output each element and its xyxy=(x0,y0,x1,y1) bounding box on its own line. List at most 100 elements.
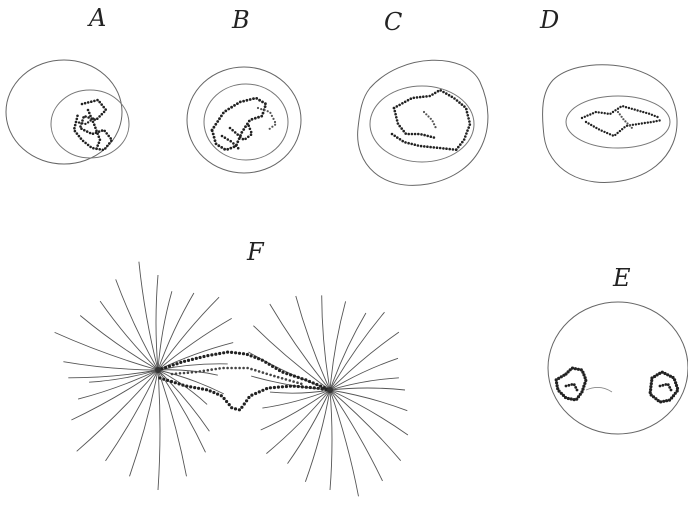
stage-b-cell xyxy=(187,67,301,173)
chromatin-granule xyxy=(639,110,641,112)
chromatin-granule xyxy=(573,398,576,401)
chromatin-granule xyxy=(621,116,623,118)
chromatin-granule xyxy=(237,147,240,150)
chromatin-granule xyxy=(244,138,247,141)
chromatin-granule xyxy=(427,115,429,117)
chromatin-granule xyxy=(632,124,634,126)
chromatin-granule xyxy=(417,133,420,136)
chromatin-granule xyxy=(273,375,276,378)
chromatin-granule xyxy=(397,122,400,125)
chromatin-granule xyxy=(216,393,219,396)
chromatin-granule xyxy=(666,373,669,376)
astral-ray xyxy=(330,390,359,496)
chromatin-granule xyxy=(571,367,574,370)
chromatin-granule xyxy=(171,373,174,376)
chromatin-granule xyxy=(638,123,640,125)
chromatin-granule xyxy=(267,110,269,112)
chromatin-granule xyxy=(191,371,194,374)
chromatin-granule xyxy=(269,374,272,377)
chromatin-granule xyxy=(231,129,234,132)
chromatin-granule xyxy=(107,135,110,138)
chromatin-granule xyxy=(649,385,652,388)
chromatin-granule xyxy=(234,407,237,410)
chromatin-granule xyxy=(269,128,271,130)
chromatin-granule xyxy=(258,390,261,393)
chromatin-granule xyxy=(98,101,101,104)
chromatin-granule xyxy=(220,146,223,149)
chromatin-granule xyxy=(110,140,113,143)
chromatin-granule xyxy=(80,127,83,130)
chromatin-granule xyxy=(465,132,468,135)
chromatin-granule xyxy=(247,124,250,127)
astral-ray xyxy=(55,332,158,370)
stage-d-cell xyxy=(543,65,677,183)
chromatin-granule xyxy=(81,122,83,124)
chromatin-granule xyxy=(622,118,624,120)
chromatin-granule xyxy=(667,383,670,386)
chromatin-granule xyxy=(429,146,432,149)
chromatin-granule xyxy=(603,131,605,133)
chromatin-granule xyxy=(425,113,427,115)
chromatin-granule xyxy=(670,389,673,392)
chromatin-granule xyxy=(236,133,239,136)
chromatin-granule xyxy=(432,120,434,122)
chromatin-granule xyxy=(250,133,253,136)
astral-ray xyxy=(330,312,385,390)
chromatin-granule xyxy=(641,122,643,124)
stage-e-daughter-nuclei xyxy=(555,367,680,404)
chromatin-granule xyxy=(75,121,77,123)
chromatin-granule xyxy=(104,147,107,150)
chromatin-granule xyxy=(401,102,404,105)
chromatin-granule xyxy=(626,122,628,124)
chromatin-granule xyxy=(242,100,245,103)
chromatin-granule xyxy=(84,102,87,105)
chromatin-granule xyxy=(246,353,249,356)
chromatin-granule xyxy=(89,115,92,118)
chromatin-granule xyxy=(434,92,437,95)
chromatin-granule xyxy=(586,114,588,116)
chromatin-granule xyxy=(645,112,647,114)
chromatin-granule xyxy=(261,359,264,362)
chromatin-granule xyxy=(277,386,280,389)
chromatin-granule xyxy=(584,116,586,118)
chromatin-granule xyxy=(317,387,320,390)
chromatin-granule xyxy=(222,367,225,370)
chromatin-granule xyxy=(211,129,214,132)
chromatin-granule xyxy=(658,119,660,121)
chromatin-granule xyxy=(109,137,112,140)
chromatin-granule xyxy=(315,383,318,386)
chromatin-granule xyxy=(258,370,261,373)
chromatin-granule xyxy=(92,132,95,135)
chromatin-granule xyxy=(89,119,91,121)
chromatin-granule xyxy=(445,147,448,150)
chromatin-granule xyxy=(271,115,273,117)
chromatin-granule xyxy=(404,101,407,104)
chromatin-granule xyxy=(99,138,102,141)
chromatin-granule xyxy=(631,127,633,129)
chromatin-granule xyxy=(635,123,637,125)
chromatin-granule xyxy=(243,402,246,405)
chromatin-granule xyxy=(78,121,80,123)
chromatin-granule xyxy=(461,141,464,144)
chromatin-granule xyxy=(300,383,303,386)
chromatin-granule xyxy=(230,406,233,409)
chromatin-granule xyxy=(94,126,97,129)
chromatin-granule xyxy=(452,148,455,151)
chromatin-granule xyxy=(436,146,439,149)
astral-ray xyxy=(77,370,158,451)
astral-ray xyxy=(270,390,330,393)
chromatin-granule xyxy=(168,365,171,368)
chromatin-granule xyxy=(458,101,461,104)
chromatin-granule xyxy=(205,388,208,391)
chromatin-granule xyxy=(210,353,213,356)
chromatin-granule xyxy=(459,143,462,146)
chromatin-granule xyxy=(582,373,585,376)
chromatin-granule xyxy=(455,149,458,152)
astral-ray xyxy=(156,275,158,370)
chromatin-granule xyxy=(239,101,242,104)
chromatin-granule xyxy=(92,117,94,119)
chromatin-granule xyxy=(457,146,460,149)
chromatin-granule xyxy=(93,123,96,126)
stage-f-centrosome-left xyxy=(155,367,161,373)
chromatin-granule xyxy=(650,121,652,123)
